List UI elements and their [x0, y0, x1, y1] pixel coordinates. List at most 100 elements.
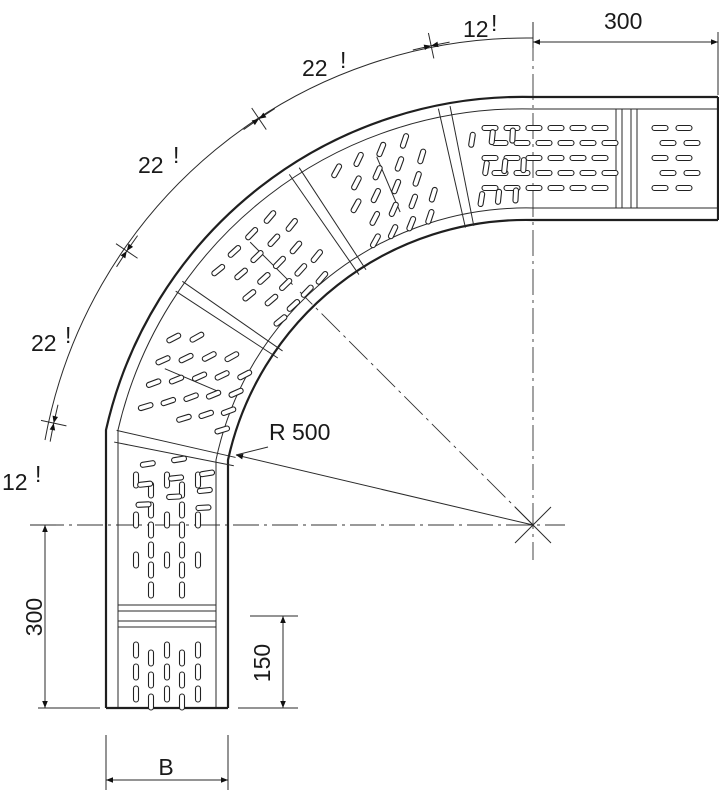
perforation-slot-5: [194, 471, 202, 489]
segment-seam-2-1: [175, 290, 279, 359]
segment-seam-3-2: [298, 167, 367, 271]
perforation-slot-35: [178, 693, 186, 711]
perforation-slot-128: [408, 193, 419, 210]
angle-arrow-2-1: [116, 250, 128, 268]
perforation-slot-16: [147, 561, 155, 579]
perforation-slot-98: [264, 293, 279, 307]
perforation-slot-67: [651, 124, 669, 132]
perforation-slot-47: [525, 124, 543, 132]
perforation-slot-11: [178, 521, 186, 539]
perforation-slot-17: [163, 551, 171, 569]
perforation-slot-80: [160, 396, 177, 407]
perforation-slot-136: [399, 133, 410, 149]
perforation-slot-88: [214, 370, 230, 381]
perforation-slots: [132, 124, 701, 711]
perforation-slot-70: [659, 169, 677, 177]
perforation-slot-36: [194, 685, 202, 703]
angle-arrow-3-1: [243, 118, 260, 130]
perforation-slot-69: [651, 154, 669, 162]
perforation-slot-66: [591, 184, 609, 192]
perforation-slot-31: [194, 663, 202, 681]
perforation-slot-57: [569, 124, 587, 132]
diagonal-centerline: [299, 291, 534, 526]
perforation-slot-55: [557, 169, 575, 177]
perforation-slot-41: [481, 184, 499, 192]
perforation-slot-39: [481, 154, 499, 162]
perforation-slot-90: [178, 352, 194, 364]
tray-outer-flange: [117, 108, 718, 708]
perforation-slot-52: [547, 124, 565, 132]
angle-arrow-3-2: [258, 108, 276, 120]
radius-label: R 500: [269, 419, 330, 445]
perforation-slot-63: [601, 139, 619, 147]
perforation-slot-82: [220, 406, 237, 416]
perforation-slot-117: [369, 233, 381, 249]
perforation-slot-81: [137, 402, 154, 412]
perforation-slot-154: [509, 127, 516, 144]
perforation-slot-139: [135, 501, 152, 508]
perforation-slot-145: [139, 460, 156, 468]
angle-mark-1: !: [491, 10, 497, 36]
angle-arrow-1-2: [52, 404, 59, 424]
perforation-slot-59: [569, 154, 587, 162]
segment-seam-3-1: [288, 174, 360, 275]
perforation-slot-115: [285, 218, 298, 232]
perforation-slot-19: [194, 551, 202, 569]
perforation-slot-50: [535, 169, 553, 177]
angle-label-4: 22: [31, 330, 57, 356]
perforation-slot-104: [257, 271, 271, 285]
perforation-slot-20: [147, 581, 155, 599]
perforation-slot-135: [417, 148, 427, 165]
segment-seam-4-2: [449, 106, 475, 226]
perforation-slot-84: [183, 392, 199, 402]
perforation-slot-15: [132, 551, 140, 569]
perforation-slot-97: [273, 314, 288, 327]
perforation-slot-101: [211, 263, 226, 277]
perforation-slot-132: [425, 209, 435, 225]
perforation-slot-95: [189, 331, 205, 343]
dimension-labels: 300 300 R 500 150 B 12 22 22 22 12 ! ! !…: [2, 8, 642, 780]
perforation-slot-151: [488, 129, 496, 146]
perforation-slot-61: [569, 184, 587, 192]
perforation-slot-18: [178, 561, 186, 579]
tray-outer-edge: [104, 95, 718, 708]
perforation-slot-91: [155, 355, 171, 366]
perforation-slot-148: [468, 131, 476, 148]
segment-seam-1-2: [116, 429, 236, 458]
perforation-slot-77: [214, 425, 231, 435]
perforation-slot-34: [163, 685, 171, 703]
perforation-slot-79: [176, 413, 192, 423]
perforation-slot-73: [683, 139, 701, 147]
perforation-slot-125: [372, 165, 383, 181]
perforation-slot-109: [272, 255, 286, 270]
perforation-slot-74: [675, 154, 693, 162]
segment-seam-2-2: [182, 280, 283, 352]
perforation-slot-14: [178, 541, 186, 559]
perforation-slot-89: [191, 371, 208, 382]
perforation-slot-43: [513, 139, 531, 147]
perforation-slot-72: [675, 124, 693, 132]
segment-center-mark-2: [249, 241, 293, 285]
perforation-slot-49: [525, 154, 543, 162]
perforation-slot-53: [557, 139, 575, 147]
perforation-slot-30: [178, 671, 186, 689]
angle-tick-marks: [30, 22, 534, 526]
perforation-slot-133: [428, 186, 438, 203]
perforation-slot-85: [168, 374, 185, 385]
perforation-slot-10: [163, 511, 171, 529]
perforation-slot-153: [520, 157, 527, 174]
perforation-slot-21: [178, 581, 186, 599]
side-length-label: 300: [21, 598, 47, 636]
angle-mark-4: !: [65, 322, 71, 348]
perforation-slot-76: [675, 184, 693, 192]
perforation-slot-96: [166, 332, 182, 344]
perforation-slot-120: [351, 175, 362, 191]
perforation-slot-99: [242, 289, 257, 302]
perforation-slot-147: [482, 160, 490, 177]
angle-arrow-2-2: [126, 235, 138, 252]
perforation-slot-149: [494, 188, 503, 205]
perforation-slot-32: [132, 685, 140, 703]
perforation-slot-143: [199, 469, 216, 478]
perforation-slot-113: [310, 249, 324, 264]
segment-spacing-label: 150: [249, 644, 275, 682]
